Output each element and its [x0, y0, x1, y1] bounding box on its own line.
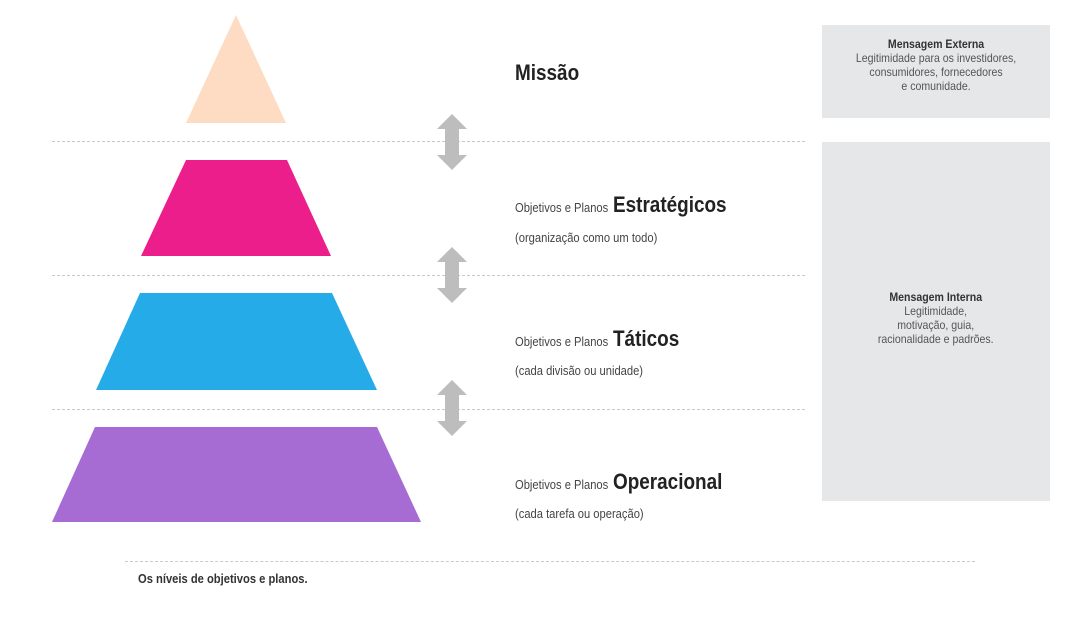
- mission-triangle: [186, 15, 286, 123]
- divider-2: [52, 275, 805, 276]
- internal-message-title: Mensagem Interna: [889, 290, 983, 304]
- strategic-label: Objetivos e Planos Estratégicos: [515, 192, 745, 218]
- internal-message-box: Mensagem Interna Legitimidade, motivação…: [822, 142, 1050, 501]
- divider-3: [52, 409, 805, 410]
- strategic-title: Estratégicos: [613, 192, 727, 217]
- tactical-title: Táticos: [613, 326, 680, 351]
- internal-message-line: racionalidade e padrões.: [878, 332, 994, 346]
- double-arrow-vertical-icon: [437, 380, 467, 436]
- tactical-subtitle-text: (cada divisão ou unidade): [515, 363, 644, 378]
- external-message-title: Mensagem Externa: [887, 37, 985, 51]
- strategic-prefix: Objetivos e Planos: [515, 200, 609, 215]
- operational-trapezoid: [52, 427, 421, 522]
- mission-title: Missão: [515, 60, 580, 85]
- mission-label: Missão: [515, 60, 590, 86]
- double-arrow-vertical-icon: [437, 247, 467, 303]
- double-arrow-vertical-icon: [437, 114, 467, 170]
- tactical-prefix: Objetivos e Planos: [515, 334, 609, 349]
- internal-message-line: Legitimidade,: [904, 304, 968, 318]
- figure-caption: Os níveis de objetivos e planos.: [138, 571, 308, 586]
- internal-message-line: motivação, guia,: [897, 318, 975, 332]
- tactical-subtitle: (cada divisão ou unidade): [515, 362, 664, 380]
- strategic-subtitle: (organização como um todo): [515, 229, 680, 247]
- operational-subtitle: (cada tarefa ou operação): [515, 505, 665, 523]
- external-message-box: Mensagem Externa Legitimidade para os in…: [822, 25, 1050, 118]
- operational-title: Operacional: [613, 469, 723, 494]
- strategic-trapezoid: [141, 160, 331, 256]
- operational-subtitle-text: (cada tarefa ou operação): [515, 506, 644, 521]
- tactical-trapezoid: [96, 293, 377, 390]
- divider-bottom: [125, 561, 975, 562]
- operational-label: Objetivos e Planos Operacional: [515, 469, 741, 495]
- tactical-label: Objetivos e Planos Táticos: [515, 326, 690, 352]
- divider-1: [52, 141, 805, 142]
- external-message-line: Legitimidade para os investidores,: [855, 51, 1017, 65]
- external-message-line: e comunidade.: [901, 79, 971, 93]
- strategic-subtitle-text: (organização como um todo): [515, 230, 658, 245]
- external-message-line: consumidores, fornecedores: [869, 65, 1003, 79]
- operational-prefix: Objetivos e Planos: [515, 477, 609, 492]
